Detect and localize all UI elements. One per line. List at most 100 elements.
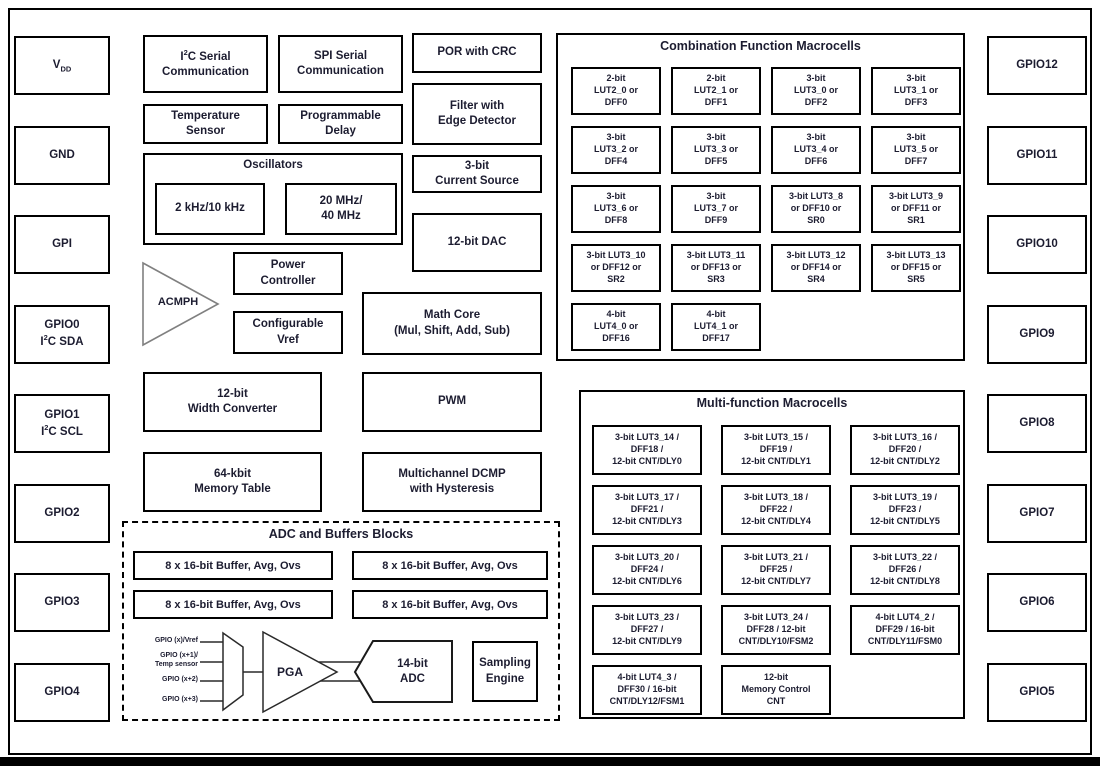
macrocell-line3: DFF0 xyxy=(604,96,628,107)
acmph-triangle xyxy=(142,261,220,347)
macrocell-line3: DFF17 xyxy=(702,332,730,343)
block-i2c-serial: I2C Serial Communication xyxy=(143,35,268,93)
macrocell-line3: SR0 xyxy=(807,214,825,225)
macrocell-line3: SR3 xyxy=(707,273,725,284)
block-spi-line2: Communication xyxy=(297,65,384,77)
macrocell: 4-bit LUT4_3 / DFF30 / 16-bit CNT/DLY12/… xyxy=(592,665,702,715)
pin-box: GPI xyxy=(14,215,110,275)
pga-triangle-shape xyxy=(262,630,339,714)
macrocell-line3: SR4 xyxy=(807,273,825,284)
acmph-label: ACMPH xyxy=(157,296,199,308)
left-pin-column: VDD GND GPI GPIO0 I2C SDA GPIO1 I2C SCL xyxy=(14,36,110,722)
block-current-source: 3-bit Current Source xyxy=(412,155,542,193)
pin-box: GPIO6 xyxy=(987,573,1087,633)
macrocell-line3: 12-bit CNT/DLY1 xyxy=(741,455,811,466)
block-math-line1: Math Core xyxy=(423,309,481,322)
block-math-line2: (Mul, Shift, Add, Sub) xyxy=(394,324,510,337)
multifunction-macrocells-group: Multi-function Macrocells 3-bit LUT3_14 … xyxy=(579,390,965,719)
pin-box: VDD xyxy=(14,36,110,95)
macrocell-line2: DFF21 / xyxy=(630,504,664,515)
sampling-line2: Engine xyxy=(485,672,525,685)
macrocell-line2: DFF22 / xyxy=(759,504,793,515)
oscillators-title: Oscillators xyxy=(243,159,303,171)
macrocell-line2: DFF30 / 16-bit xyxy=(617,684,677,695)
macrocell-line1: 3-bit xyxy=(706,191,726,202)
pin-label: GPIO5 xyxy=(1019,685,1055,698)
block-pwm: PWM xyxy=(362,372,542,432)
macrocell-line1: 4-bit LUT4_3 / xyxy=(617,672,677,683)
macrocell: 3-bit LUT3_15 / DFF19 / 12-bit CNT/DLY1 xyxy=(721,425,831,475)
macrocell-line3: DFF5 xyxy=(704,155,728,166)
macrocell-line2: LUT3_3 or xyxy=(693,144,738,155)
block-vref-line1: Configurable xyxy=(252,318,324,331)
macrocell: 3-bit LUT3_13 or DFF15 or SR5 xyxy=(871,244,961,292)
macrocell-line3: DFF16 xyxy=(602,332,630,343)
macrocell-line3: DFF1 xyxy=(704,96,728,107)
macrocell-line3: 12-bit CNT/DLY9 xyxy=(612,635,682,646)
macrocell-line2: or DFF12 or xyxy=(590,262,642,273)
pin-label-line2: I2C SCL xyxy=(41,422,83,438)
right-pin-column: GPIO12 GPIO11 GPIO10 GPIO9 GPIO8 GPIO7 xyxy=(987,36,1087,722)
block-temp-line2: Sensor xyxy=(186,125,225,137)
macrocell-line1: 3-bit LUT3_12 xyxy=(786,250,846,261)
adc-label-line2: ADC xyxy=(400,673,425,686)
adc-label-line1: 14-bit xyxy=(397,658,428,670)
macrocell-line1: 3-bit xyxy=(806,132,826,143)
buffer-label: 8 x 16-bit Buffer, Avg, Ovs xyxy=(382,559,518,572)
macrocell-line1: 3-bit LUT3_22 / xyxy=(872,552,937,563)
macrocell-line1: 3-bit LUT3_16 / xyxy=(872,432,937,443)
macrocell-line3: 12-bit CNT/DLY4 xyxy=(741,515,811,526)
macrocell-line2: LUT4_1 or xyxy=(693,321,738,332)
macrocell-line2: or DFF10 or xyxy=(790,203,842,214)
macrocell-line1: 3-bit LUT3_10 xyxy=(586,250,646,261)
macrocell-line1: 3-bit LUT3_8 xyxy=(788,191,843,202)
macrocell-line3: DFF3 xyxy=(904,96,928,107)
block-power-line1: Power xyxy=(270,259,306,272)
block-filter-edge-detector: Filter with Edge Detector xyxy=(412,83,542,145)
macrocell: 3-bit LUT3_1 or DFF3 xyxy=(871,67,961,115)
macrocell-line2: LUT4_0 or xyxy=(593,321,638,332)
block-spi-serial: SPI Serial Communication xyxy=(278,35,403,93)
macrocell: 3-bit LUT3_2 or DFF4 xyxy=(571,126,661,174)
block-vref-line2: Vref xyxy=(277,333,299,346)
macrocell-line3: DFF9 xyxy=(704,214,728,225)
block-delay-line1: Programmable xyxy=(300,109,381,122)
block-osc-high-freq: 20 MHz/ 40 MHz xyxy=(285,183,397,235)
macrocell-line1: 3-bit LUT3_23 / xyxy=(614,612,679,623)
sampling-line1: Sampling xyxy=(479,657,531,670)
buffer-block: 8 x 16-bit Buffer, Avg, Ovs xyxy=(133,590,333,619)
macrocell-line3: 12-bit CNT/DLY8 xyxy=(870,575,940,586)
macrocell-line2: LUT3_0 or xyxy=(793,85,838,96)
macrocell-line3: DFF7 xyxy=(904,155,928,166)
pin-label: GPIO9 xyxy=(1019,327,1055,340)
macrocell-line1: 3-bit LUT3_18 / xyxy=(743,492,808,503)
macrocell-line3: DFF2 xyxy=(804,96,828,107)
macrocell-line1: 3-bit xyxy=(606,132,626,143)
pin-box: GPIO2 xyxy=(14,483,110,543)
block-por-crc: POR with CRC xyxy=(412,33,542,73)
block-memory-table: 64-kbit Memory Table xyxy=(143,452,322,512)
osc-low-label: 2 kHz/10 kHz xyxy=(175,202,245,215)
block-i2c-line1: I2C Serial xyxy=(180,47,231,63)
macrocell-line2: LUT2_1 or xyxy=(693,85,738,96)
page-divider-bar xyxy=(0,757,1100,766)
block-osc-low-freq: 2 kHz/10 kHz xyxy=(155,183,265,235)
macrocell-line3: 12-bit CNT/DLY5 xyxy=(870,515,940,526)
block-dcmp-line2: with Hysteresis xyxy=(409,483,495,495)
macrocell-line2: or DFF13 or xyxy=(690,262,742,273)
pin-label: GPIO8 xyxy=(1019,417,1055,430)
block-wc-line1: 12-bit xyxy=(217,387,248,400)
block-dac: 12-bit DAC xyxy=(412,213,542,272)
combination-grid: 2-bit LUT2_0 or DFF0 2-bit LUT2_1 or DFF… xyxy=(571,67,961,351)
pin-label: VDD xyxy=(52,58,72,73)
macrocell: 3-bit LUT3_23 / DFF27 / 12-bit CNT/DLY9 xyxy=(592,605,702,655)
macrocell: 3-bit LUT3_11 or DFF13 or SR3 xyxy=(671,244,761,292)
oscillators-group: Oscillators 2 kHz/10 kHz 20 MHz/ 40 MHz xyxy=(143,153,403,245)
pin-box: GPIO12 xyxy=(987,36,1087,95)
macrocell: 3-bit LUT3_24 / DFF28 / 12-bit CNT/DLY10… xyxy=(721,605,831,655)
pin-box: GPIO1 I2C SCL xyxy=(14,394,110,454)
macrocell-line3: SR2 xyxy=(607,273,625,284)
macrocell: 3-bit LUT3_5 or DFF7 xyxy=(871,126,961,174)
block-dcmp-line1: Multichannel DCMP xyxy=(398,467,506,480)
macrocell-line3: CNT/DLY11/FSM0 xyxy=(867,635,943,646)
